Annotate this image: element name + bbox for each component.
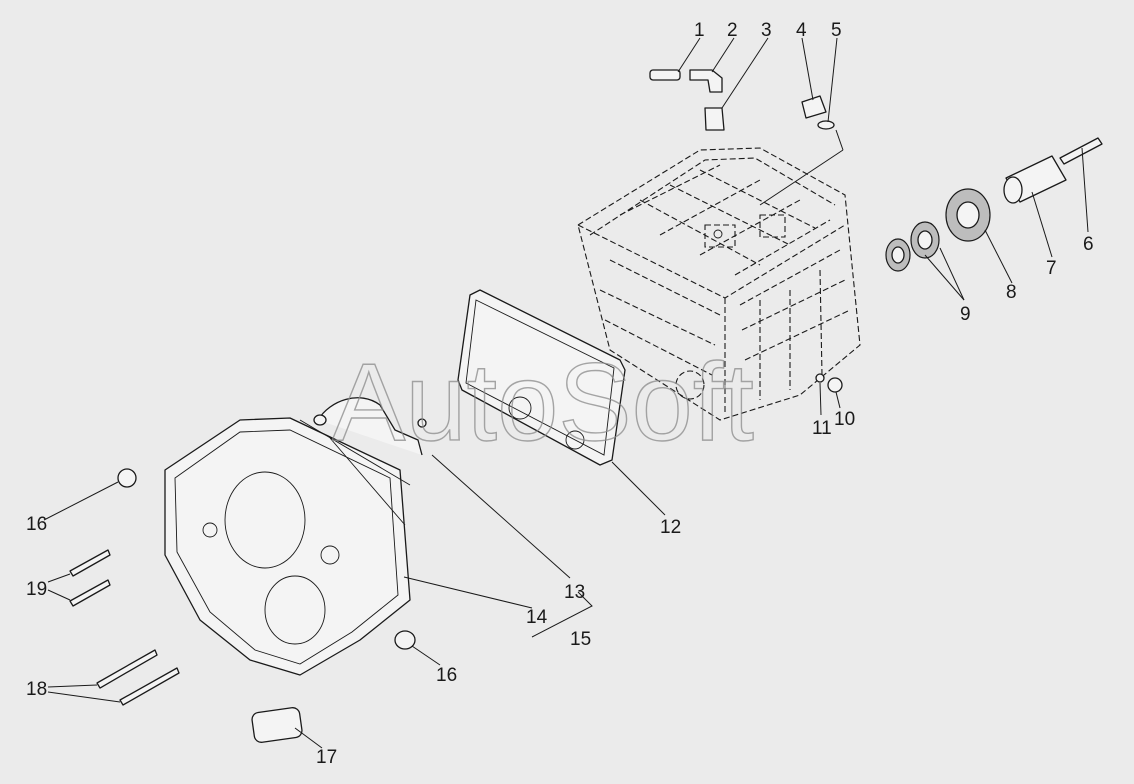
gasket-17 — [251, 707, 303, 743]
callout-14: 14 — [526, 607, 548, 628]
callout-7: 7 — [1046, 258, 1057, 279]
callout-4: 4 — [796, 20, 807, 41]
callout-11: 11 — [812, 418, 832, 439]
gearbox-housing — [577, 147, 861, 421]
callout-numbers: 1 2 3 4 5 6 7 8 9 10 11 12 13 14 15 16 1… — [26, 20, 1094, 768]
callout-13: 13 — [564, 582, 585, 603]
bolt-18b — [119, 667, 180, 706]
fitting-3 — [704, 107, 725, 131]
breather-pipe — [313, 397, 427, 456]
callout-19: 19 — [26, 579, 47, 600]
leader-lines — [43, 37, 1089, 749]
housing-gasket — [457, 289, 626, 466]
small-parts-top — [649, 69, 835, 131]
bolt-19b — [69, 579, 111, 607]
callout-15: 15 — [570, 629, 591, 650]
callout-12: 12 — [660, 517, 681, 538]
callout-16-left: 16 — [26, 514, 47, 535]
bolt-18a — [96, 649, 158, 689]
washer-11 — [815, 373, 825, 383]
callout-3: 3 — [761, 20, 772, 41]
callout-18: 18 — [26, 679, 47, 700]
watermark-text: AutoSoft — [332, 341, 754, 464]
callout-10: 10 — [834, 409, 855, 430]
callout-8: 8 — [1006, 282, 1017, 303]
callout-16-bottom: 16 — [436, 665, 457, 686]
plug-16a — [117, 468, 137, 488]
callout-17: 17 — [316, 747, 337, 768]
callout-1: 1 — [694, 20, 705, 41]
bolt-19a — [69, 549, 111, 577]
pipe-1 — [649, 69, 681, 81]
nut-10 — [827, 377, 843, 393]
callout-6: 6 — [1083, 234, 1094, 255]
small-parts-bottom — [69, 468, 416, 743]
plug-16b — [394, 630, 416, 650]
callout-2: 2 — [727, 20, 738, 41]
plug-4 — [801, 95, 827, 119]
clutch-housing — [164, 417, 411, 676]
washer-5 — [817, 120, 835, 130]
elbow-fitting-2 — [689, 69, 723, 93]
callout-5: 5 — [831, 20, 842, 41]
pin-6 — [1059, 137, 1103, 165]
shaft-parts — [815, 137, 1103, 393]
callout-9: 9 — [960, 304, 971, 325]
